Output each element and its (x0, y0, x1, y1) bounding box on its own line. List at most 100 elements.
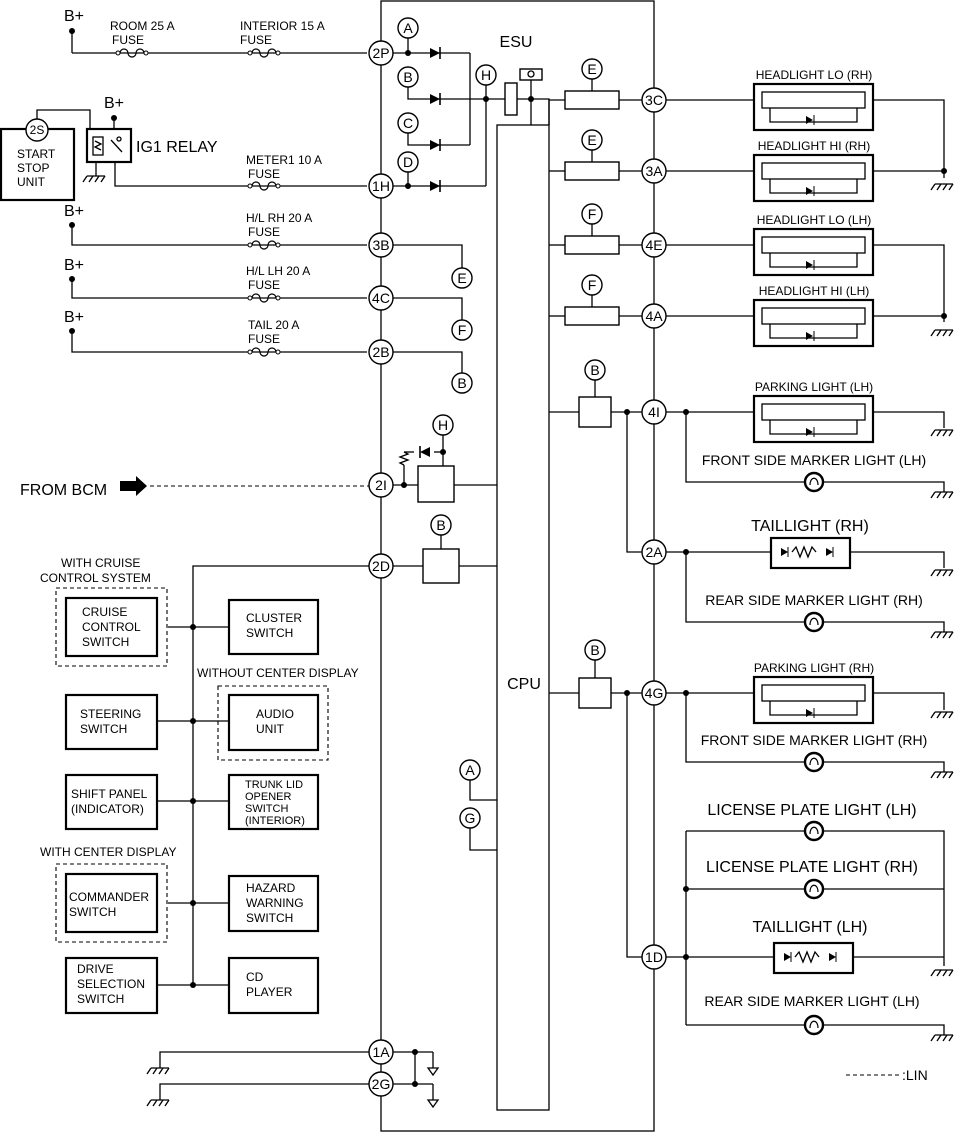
cruise-control-switch (64, 596, 159, 658)
switch-bus: B (157, 514, 497, 988)
svg-text:HEADLIGHT LO (RH): HEADLIGHT LO (RH) (756, 68, 872, 82)
arrow-right-icon (120, 476, 147, 496)
svg-text:E: E (457, 270, 466, 286)
svg-text:4I: 4I (648, 404, 660, 420)
svg-text:REAR SIDE MARKER LIGHT (RH): REAR SIDE MARKER LIGHT (RH) (705, 592, 923, 608)
svg-text:2B: 2B (372, 344, 389, 360)
svg-text:2I: 2I (375, 477, 387, 493)
fuse-room-name: ROOM 25 A (110, 19, 175, 33)
svg-text:F: F (458, 322, 467, 338)
svg-text:A: A (403, 20, 413, 36)
svg-text:4A: 4A (645, 308, 663, 324)
room-interior-feed: B+ ROOM 25 A FUSE INTERIOR 15 A FUSE (64, 8, 367, 58)
shift-panel (64, 773, 159, 831)
cpu-block (496, 124, 550, 1111)
svg-text:OPENER: OPENER (245, 791, 292, 803)
trunk-lid-switch (227, 773, 320, 831)
svg-text:B: B (403, 69, 412, 85)
svg-text:METER1 10 A: METER1 10 A (246, 153, 322, 167)
left-pins: 2P 1H 3B 4C 2B 2I 2D 1A 2G (368, 40, 394, 1097)
bottom-grounds (146, 1049, 440, 1109)
rh-front-lights: PARKING LIGHT (RH) FRONT SIDE MARKER LIG… (666, 661, 954, 779)
from-bcm-label: FROM BCM (20, 482, 107, 499)
svg-text:1H: 1H (372, 178, 390, 194)
svg-text:E: E (587, 61, 596, 77)
svg-text:HEADLIGHT HI (LH): HEADLIGHT HI (LH) (759, 284, 869, 298)
cpu-label: CPU (507, 676, 541, 693)
svg-text:WITH CRUISE: WITH CRUISE (61, 556, 140, 570)
svg-text:FRONT SIDE MARKER LIGHT (LH): FRONT SIDE MARKER LIGHT (LH) (702, 452, 926, 468)
svg-text:B+: B+ (64, 309, 84, 326)
svg-text:2G: 2G (372, 1076, 391, 1092)
lin-legend: :LIN (846, 1067, 928, 1083)
svg-text:1D: 1D (645, 949, 663, 965)
drive-selection-switch (64, 956, 159, 1015)
svg-text::LIN: :LIN (902, 1067, 928, 1083)
cpu-ag: A G (459, 759, 497, 851)
audio-unit (227, 693, 320, 752)
svg-text:HEADLIGHT LO (LH): HEADLIGHT LO (LH) (757, 213, 871, 227)
cd-player (227, 956, 320, 1015)
tail-drivers: B B (549, 359, 642, 958)
svg-text:SWITCH: SWITCH (246, 626, 293, 640)
svg-text:B+: B+ (64, 203, 84, 220)
svg-text:B+: B+ (64, 257, 84, 274)
rh-rear-lights: TAILLIGHT (RH) REAR SIDE MARKER LIGHT (R… (666, 518, 954, 639)
svg-text:H: H (481, 67, 491, 83)
svg-text:CD: CD (246, 970, 264, 984)
ig1-relay: B+ IG1 RELAY METER1 10 A FUSE (82, 95, 367, 191)
svg-text:4E: 4E (645, 237, 662, 253)
svg-text:CLUSTER: CLUSTER (246, 611, 302, 625)
svg-text:HAZARD: HAZARD (246, 881, 296, 895)
right-pins: 3C 3A 4E 4A 4I 2A 4G 1D (641, 87, 667, 970)
svg-text:B: B (590, 362, 599, 378)
svg-text:SWITCH: SWITCH (246, 911, 293, 925)
svg-text:CRUISE: CRUISE (82, 605, 127, 619)
fuse-room-word: FUSE (112, 33, 144, 47)
svg-text:TAIL 20 A: TAIL 20 A (248, 318, 299, 332)
svg-text:COMMANDER: COMMANDER (69, 890, 149, 904)
svg-text:CONTROL SYSTEM: CONTROL SYSTEM (40, 571, 151, 585)
svg-text:START: START (17, 147, 56, 161)
internal-power: A B C D H (393, 17, 550, 193)
svg-text:STOP: STOP (17, 161, 49, 175)
svg-text:WITH CENTER DISPLAY: WITH CENTER DISPLAY (40, 845, 176, 859)
svg-text:H: H (438, 417, 448, 433)
svg-text:SELECTION: SELECTION (77, 977, 145, 991)
switch-boxes: WITH CRUISE CONTROL SYSTEM CRUISE CONTRO… (40, 556, 359, 1015)
svg-text:TAILLIGHT (LH): TAILLIGHT (LH) (753, 919, 868, 936)
svg-text:SWITCH: SWITCH (245, 803, 288, 815)
steering-switch (64, 693, 159, 751)
svg-text:1A: 1A (372, 1044, 390, 1060)
svg-text:SWITCH: SWITCH (69, 905, 116, 919)
svg-text:2P: 2P (372, 45, 389, 61)
svg-text:4G: 4G (645, 685, 664, 701)
svg-text:(INTERIOR): (INTERIOR) (245, 815, 305, 827)
svg-text:SWITCH: SWITCH (77, 992, 124, 1006)
svg-text:CONTROL: CONTROL (82, 620, 141, 634)
svg-text:REAR SIDE MARKER LIGHT (LH): REAR SIDE MARKER LIGHT (LH) (704, 993, 919, 1009)
svg-text:D: D (403, 154, 413, 170)
svg-text:SHIFT PANEL: SHIFT PANEL (71, 787, 148, 801)
svg-text:B: B (590, 642, 599, 658)
svg-text:SWITCH: SWITCH (80, 722, 127, 736)
svg-text:B: B (457, 375, 466, 391)
svg-text:UNIT: UNIT (17, 175, 46, 189)
svg-text:3A: 3A (645, 163, 663, 179)
svg-text:TRUNK LID: TRUNK LID (245, 779, 303, 791)
svg-text:(INDICATOR): (INDICATOR) (71, 802, 144, 816)
tail-feed: B+ TAIL 20 A FUSE (64, 309, 367, 357)
svg-text:3C: 3C (645, 92, 663, 108)
cluster-switch (227, 598, 320, 656)
svg-text:3B: 3B (372, 237, 389, 253)
fuse-interior-name: INTERIOR 15 A (240, 19, 325, 33)
svg-text:4C: 4C (372, 290, 390, 306)
svg-text:AUDIO: AUDIO (256, 707, 294, 721)
headlights: HEADLIGHT LO (RH) HEADLIGHT HI (RH) HEAD… (666, 68, 954, 348)
lh-front-lights: PARKING LIGHT (LH) FRONT SIDE MARKER LIG… (666, 380, 954, 499)
svg-text:FRONT SIDE MARKER LIGHT (RH): FRONT SIDE MARKER LIGHT (RH) (701, 732, 928, 748)
svg-text:STEERING: STEERING (80, 707, 141, 721)
svg-text:TAILLIGHT (RH): TAILLIGHT (RH) (751, 518, 869, 535)
svg-text:FUSE: FUSE (248, 278, 280, 292)
